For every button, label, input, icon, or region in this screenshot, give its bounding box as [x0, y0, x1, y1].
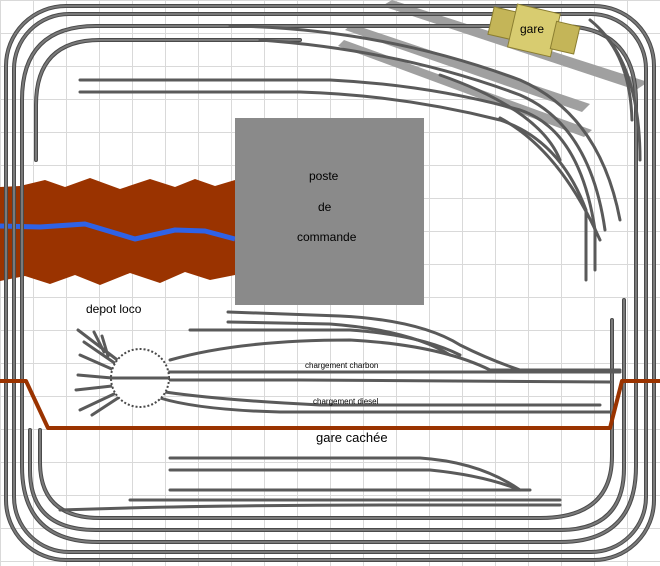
control-post-label-line1: poste [309, 169, 339, 183]
control-post-label-line3: commande [297, 230, 357, 244]
depot-fan-tracks [74, 328, 122, 417]
yard-tracks [58, 310, 622, 512]
station-tracks [78, 18, 642, 282]
loco-depot-label: depot loco [86, 302, 142, 316]
river [0, 221, 236, 242]
outer-loop-tracks [4, 4, 656, 562]
diesel-loading-label: chargement diesel [313, 397, 379, 406]
control-post-label-line2: de [318, 200, 332, 214]
hidden-station-label: gare cachée [316, 430, 388, 445]
station-building [487, 3, 581, 58]
control-post-block [235, 118, 424, 305]
coal-loading-label: chargement charbon [305, 361, 379, 370]
station-label: gare [520, 22, 545, 36]
hidden-station-line [0, 379, 660, 430]
